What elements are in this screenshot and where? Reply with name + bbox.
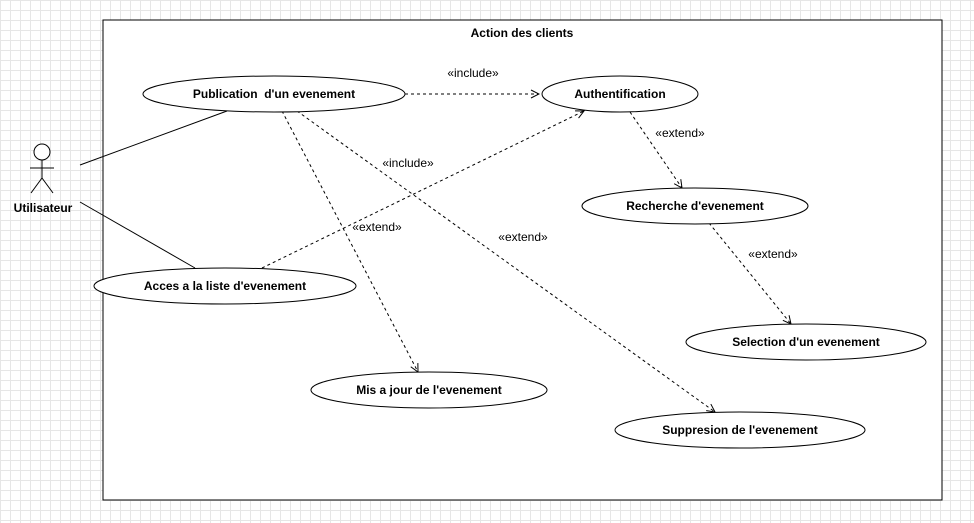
extend-label-auth-recherche: «extend»: [655, 126, 705, 140]
use-case-recherche-ellipse: [581, 187, 809, 225]
use-case-acces-liste-label: Acces a la liste d'evenement: [144, 279, 306, 293]
extend-label-recherche-selection: «extend»: [748, 247, 798, 261]
system-title: Action des clients: [471, 26, 574, 40]
extend-publication-maj-line[interactable]: [281, 110, 418, 372]
association-actor-acces-liste[interactable]: [79, 201, 196, 269]
use-case-suppression-ellipse: [614, 411, 866, 449]
use-case-authentification-label: Authentification: [574, 87, 665, 101]
actor-utilisateur[interactable]: Utilisateur: [14, 143, 73, 215]
actor-label: Utilisateur: [14, 201, 73, 215]
use-case-recherche[interactable]: Recherche d'evenement: [581, 187, 809, 225]
include-label-liste-auth: «include»: [382, 156, 434, 170]
use-case-publication-ellipse: [142, 75, 406, 113]
use-case-recherche-label: Recherche d'evenement: [626, 199, 764, 213]
use-case-acces-liste-ellipse: [93, 267, 357, 305]
use-case-authentification-ellipse: [541, 75, 699, 113]
use-case-publication-label: Publication d'un evenement: [193, 87, 355, 101]
use-case-mise-a-jour-label: Mis a jour de l'evenement: [356, 383, 502, 397]
use-case-suppression[interactable]: Suppresion de l'evenement: [614, 411, 866, 449]
actor-left-leg: [30, 177, 43, 194]
actor-head: [33, 143, 51, 161]
use-case-authentification[interactable]: Authentification: [541, 75, 699, 113]
use-case-selection-label: Selection d'un evenement: [732, 335, 880, 349]
include-label-publication-auth: «include»: [447, 66, 499, 80]
extend-label-publication-maj: «extend»: [352, 220, 402, 234]
use-case-mise-a-jour[interactable]: Mis a jour de l'evenement: [310, 371, 548, 409]
extend-publication-suppression-line[interactable]: [296, 110, 715, 412]
actor-right-leg: [41, 177, 54, 194]
use-case-suppression-label: Suppresion de l'evenement: [662, 423, 818, 437]
extend-recherche-selection-line[interactable]: [708, 222, 791, 324]
association-actor-publication[interactable]: [79, 110, 228, 166]
extend-label-publication-suppression: «extend»: [498, 230, 548, 244]
use-case-selection-ellipse: [685, 323, 927, 361]
use-case-publication[interactable]: Publication d'un evenement: [142, 75, 406, 113]
use-case-mise-a-jour-ellipse: [310, 371, 548, 409]
use-case-selection[interactable]: Selection d'un evenement: [685, 323, 927, 361]
use-case-acces-liste[interactable]: Acces a la liste d'evenement: [93, 267, 357, 305]
